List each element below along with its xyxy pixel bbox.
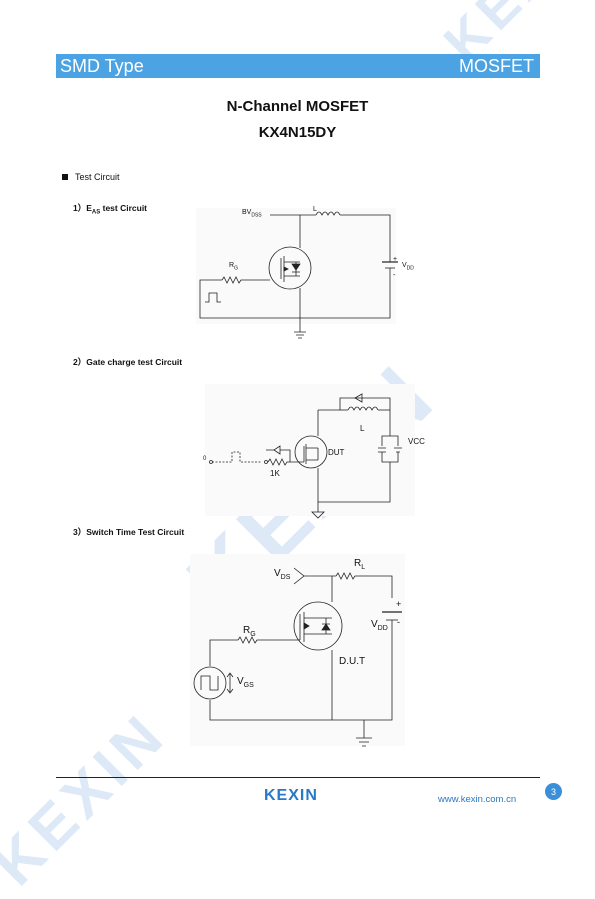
page-title: N-Channel MOSFET: [226, 98, 369, 115]
gate-charge-circuit: [205, 384, 415, 519]
rg-label: RG: [243, 625, 256, 638]
resistor-icon: [237, 636, 300, 644]
vgs-label: VGS: [237, 676, 254, 689]
eas-test-circuit: [196, 208, 398, 339]
circuit3-caption: 3）Switch Time Test Circuit: [73, 527, 185, 537]
mosfet-icon: [293, 601, 343, 651]
section-heading: Test Circuit: [62, 172, 120, 182]
circuit1-caption: 1）EAS test Circuit: [73, 203, 148, 216]
page-subtitle: KX4N15DY: [258, 124, 337, 141]
rl-label: RL: [354, 558, 366, 571]
header-bar: SMD Type MOSFET: [56, 54, 540, 78]
vcc-label: VCC: [408, 437, 425, 446]
pulse-source-icon: [193, 666, 227, 700]
section-label: Test Circuit: [75, 172, 120, 182]
mosfet-icon: [294, 435, 328, 469]
circuit-diagrams: [190, 208, 415, 747]
inductor-label: L: [313, 206, 317, 213]
dut-label: D.U.T: [339, 656, 366, 667]
mosfet-icon: [268, 246, 312, 290]
plus-sign: +: [393, 256, 398, 263]
footer-logo: KEXIN: [264, 787, 318, 804]
diode-icon: [266, 445, 291, 462]
square-bullet-icon: [62, 174, 68, 180]
switch-time-circuit: [190, 554, 405, 747]
diode-icon: [354, 393, 363, 403]
resistor-icon: [335, 572, 393, 598]
rg-label: RG: [229, 262, 238, 272]
resistor-icon: [221, 276, 270, 284]
vdd-label: VDD: [371, 619, 388, 632]
resistor-label: 1K: [270, 469, 280, 478]
zero-label: 0: [203, 456, 207, 462]
minus-sign: -: [393, 272, 396, 279]
dut-label: DUT: [328, 448, 345, 457]
inductor-label: L: [360, 424, 365, 433]
footer-url[interactable]: www.kexin.com.cn: [438, 794, 517, 805]
double-arrow-icon: [226, 672, 234, 694]
resistor-icon: [267, 458, 294, 466]
vds-label: VDS: [274, 568, 291, 581]
ground-icon: [356, 720, 372, 747]
bvdss-label: BVDSS: [242, 209, 262, 219]
minus-sign: -: [397, 617, 400, 627]
plus-sign: +: [396, 599, 402, 609]
page-number-badge: 3: [545, 783, 562, 800]
ground-icon: [294, 331, 306, 339]
pulse-icon: [205, 292, 221, 303]
inductor-icon: [315, 211, 341, 216]
vdd-label: VDD: [402, 262, 414, 272]
circuit2-caption: 2）Gate charge test Circuit: [73, 357, 183, 367]
header-right-label: MOSFET: [459, 55, 534, 76]
ground-icon: [311, 502, 325, 519]
header-left-label: SMD Type: [60, 55, 144, 76]
footer-divider: [56, 777, 540, 778]
inductor-icon: [347, 406, 379, 411]
